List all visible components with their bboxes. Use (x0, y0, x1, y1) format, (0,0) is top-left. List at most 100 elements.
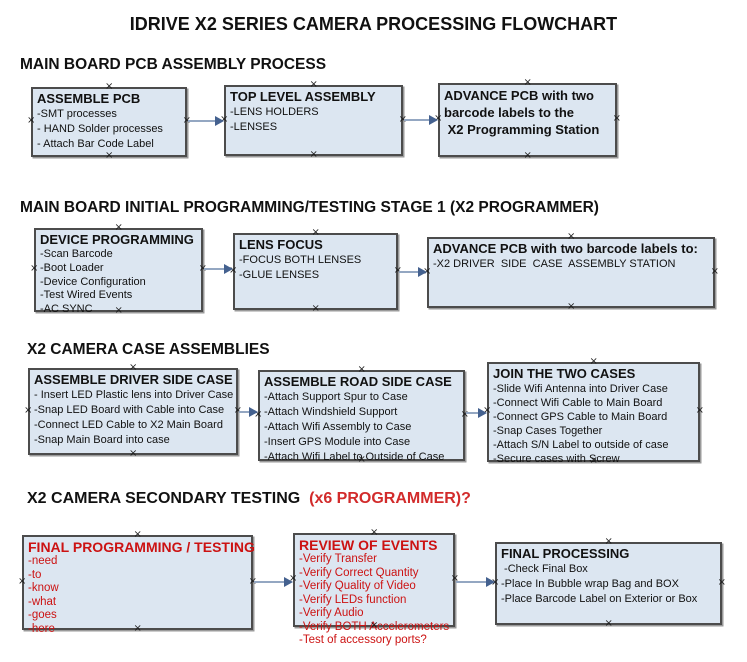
box-item: -LENSES (230, 121, 278, 133)
box-item: -LENS HOLDERS (230, 106, 319, 118)
anchor-mark: × (24, 404, 33, 416)
box-title: DEVICE PROGRAMMING (40, 232, 194, 247)
flow-box-advance-pcb-driver-side: ADVANCE PCB with two barcode labels to: … (423, 232, 719, 312)
box-item: X2 Programming Station (444, 122, 600, 137)
box-item: -need (28, 555, 58, 567)
flow-box-advance-pcb-programming-station: ADVANCE PCB with two barcode labels to t… (434, 78, 621, 161)
box-item: -Boot Loader (40, 261, 104, 274)
box-item: ADVANCE PCB with two (444, 88, 594, 103)
box-item: -Device Configuration (40, 275, 146, 288)
page-title: IDRIVE X2 SERIES CAMERA PROCESSING FLOWC… (129, 14, 618, 34)
arrow-line (399, 271, 420, 273)
box-item: - HAND Solder processes (37, 123, 163, 135)
box-item: -Verify Audio (299, 607, 364, 619)
flow-box-final-programming-testing: FINAL PROGRAMMING / TESTING -need -to -k… (18, 530, 257, 635)
anchor-mark: × (523, 150, 532, 161)
box-item: -AC SYNC (40, 303, 93, 316)
flow-box-final-processing: FINAL PROCESSING -Check Final Box -Place… (491, 537, 726, 629)
flow-arrow (404, 115, 438, 125)
flow-box-join-two-cases: JOIN THE TWO CASES -Slide Wifi Antenna i… (483, 357, 704, 466)
anchor-mark: × (18, 575, 27, 587)
box-item: -Insert GPS Module into Case (264, 436, 411, 448)
flow-box-assemble-pcb: ASSEMBLE PCB -SMT processes - HAND Solde… (27, 82, 191, 161)
box-title: JOIN THE TWO CASES (493, 366, 636, 381)
box-item: -Test Wired Events (40, 289, 133, 302)
box-item: -Attach Wifi Label to Outside of Case (264, 451, 445, 463)
box-item: -Verify Quality of Video (299, 580, 416, 592)
flow-arrow (254, 577, 293, 587)
box-item: -Secure cases with Screw (493, 453, 620, 465)
anchor-mark: × (604, 618, 613, 629)
arrow-line (204, 268, 226, 270)
box-title: TOP LEVEL ASSEMBLY (230, 89, 376, 104)
flow-arrow (399, 267, 427, 277)
flow-arrow (466, 408, 487, 418)
box-item: -X2 DRIVER SIDE CASE ASSEMBLY STATION (433, 258, 676, 270)
box-title: ASSEMBLE DRIVER SIDE CASE (34, 372, 233, 387)
anchor-mark: × (695, 405, 704, 416)
box-item: -Verify Transfer (299, 553, 377, 565)
anchor-mark: × (309, 149, 318, 160)
arrow-line (466, 412, 480, 414)
anchor-mark: × (567, 301, 576, 312)
arrow-head-icon (249, 407, 258, 417)
anchor-mark: × (311, 303, 320, 314)
flow-arrow (204, 264, 233, 274)
box-item: -Verify Correct Quantity (299, 566, 419, 579)
box-item: -Connect LED Cable to X2 Main Board (34, 419, 223, 431)
box-item: -Snap Cases Together (493, 425, 603, 437)
flow-box-top-level-assembly: TOP LEVEL ASSEMBLY -LENS HOLDERS -LENSES… (220, 80, 407, 160)
arrow-line (456, 581, 488, 583)
box-title: REVIEW OF EVENTS (299, 537, 438, 553)
arrow-line (404, 119, 431, 121)
flow-arrow (456, 577, 495, 587)
arrow-head-icon (224, 264, 233, 274)
box-item: -Attach Support Spur to Case (264, 391, 408, 403)
anchor-mark: × (129, 448, 138, 459)
flow-box-lens-focus: LENS FOCUS -FOCUS BOTH LENSES -GLUE LENS… (229, 228, 402, 314)
box-item: -Place Barcode Label on Exterior or Box (501, 593, 698, 605)
box-title: ASSEMBLE PCB (37, 91, 141, 106)
anchor-mark: × (105, 150, 114, 161)
anchor-mark: × (717, 576, 726, 588)
anchor-mark: × (710, 265, 719, 277)
box-item: -know (28, 582, 59, 594)
anchor-mark: × (612, 113, 621, 124)
arrow-head-icon (429, 115, 438, 125)
box-title: ASSEMBLE ROAD SIDE CASE (264, 374, 452, 389)
box-item: -GLUE LENSES (239, 269, 320, 281)
box-item: -here (28, 622, 55, 635)
box-item: -Scan Barcode (40, 248, 113, 260)
arrow-head-icon (478, 408, 487, 418)
section-heading-case-assemblies: X2 CAMERA CASE ASSEMBLIES (27, 341, 270, 358)
box-title: LENS FOCUS (239, 237, 323, 252)
arrow-head-icon (486, 577, 495, 587)
box-item: -Verify LEDs function (299, 593, 407, 606)
box-item: -Connect GPS Cable to Main Board (493, 411, 668, 423)
flow-box-assemble-driver-side-case: ASSEMBLE DRIVER SIDE CASE - Insert LED P… (24, 363, 242, 459)
arrow-line (254, 581, 286, 583)
box-item: -SMT processes (37, 108, 117, 120)
box-item: -Place In Bubble wrap Bag and BOX (501, 578, 679, 590)
heading-red-part: (x6 PROGRAMMER)? (309, 490, 471, 507)
box-item: - Insert LED Plastic lens into Driver Ca… (34, 389, 234, 401)
section-heading-initial-programming: MAIN BOARD INITIAL PROGRAMMING/TESTING S… (20, 199, 599, 216)
anchor-mark: × (27, 115, 36, 126)
arrow-line (188, 120, 217, 122)
box-item: -Check Final Box (501, 563, 588, 575)
box-item: barcode labels to the (444, 105, 575, 120)
section-heading-pcb-assembly: MAIN BOARD PCB ASSEMBLY PROCESS (20, 56, 327, 73)
box-item: -to (28, 568, 42, 581)
arrow-head-icon (284, 577, 293, 587)
arrow-head-icon (418, 267, 427, 277)
box-item: -FOCUS BOTH LENSES (239, 254, 362, 266)
flow-arrow (239, 407, 258, 417)
anchor-mark: × (30, 263, 39, 274)
section-heading-secondary-testing: X2 CAMERA SECONDARY TESTING (x6 PROGRAMM… (27, 490, 471, 508)
box-item: -goes (28, 609, 57, 621)
box-title: FINAL PROGRAMMING / TESTING (28, 539, 255, 555)
box-item: -Verify BOTH Accelerometers (299, 620, 450, 633)
box-title: ADVANCE PCB with two barcode labels to: (433, 241, 698, 256)
flow-box-assemble-road-side-case: ASSEMBLE ROAD SIDE CASE -Attach Support … (254, 365, 469, 465)
